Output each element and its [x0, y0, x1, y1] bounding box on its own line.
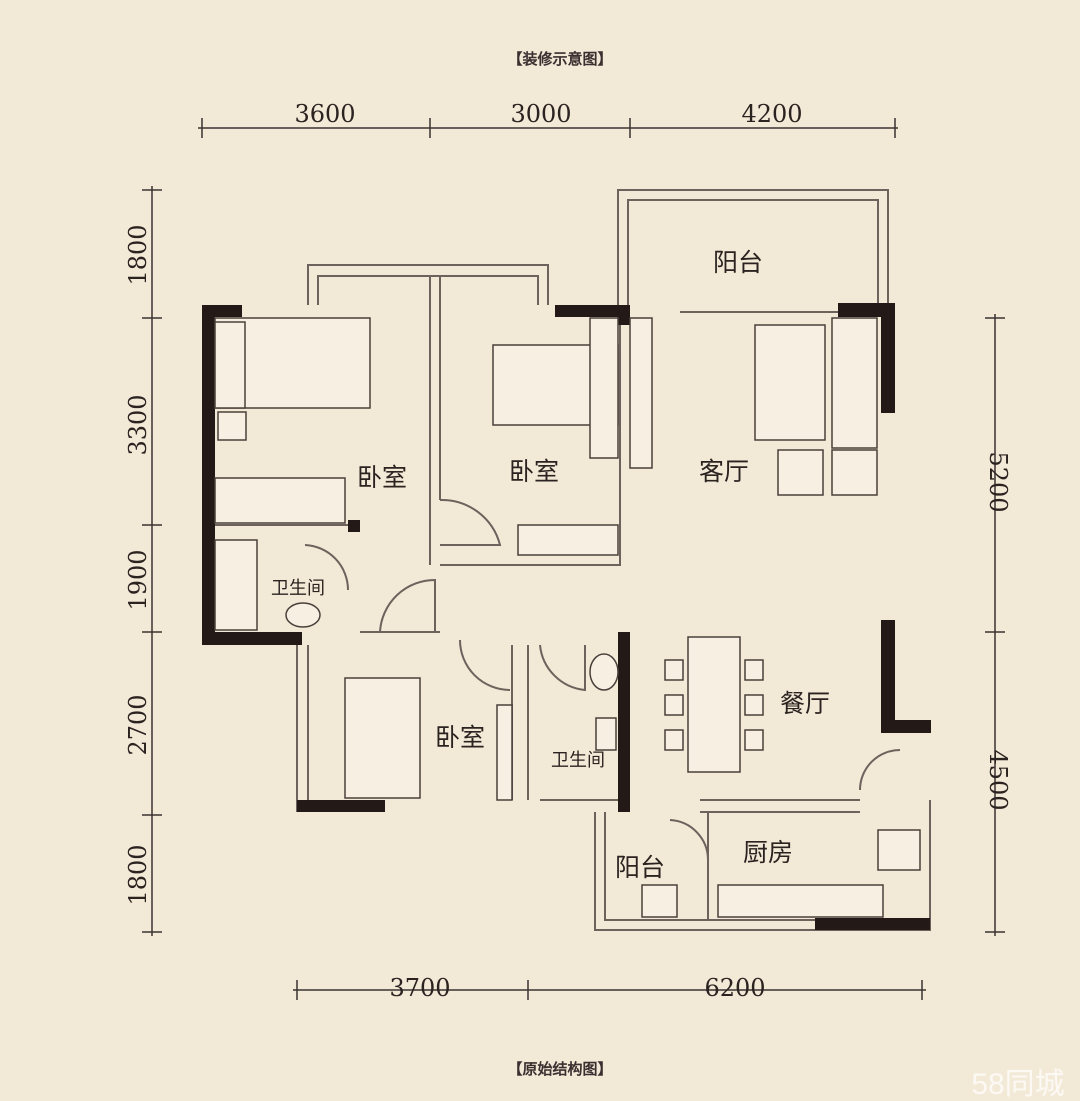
room-label-bedroom-left: 卧室: [357, 463, 407, 492]
top-dimension-line: [198, 118, 898, 138]
room-label-dining-room: 餐厅: [780, 689, 830, 718]
toilet-icon: [595, 717, 617, 751]
room-label-balcony-top: 阳台: [713, 248, 763, 277]
door-swings: [304, 498, 901, 861]
kitchen-counter: [717, 884, 884, 918]
room-label-balcony-bottom: 阳台: [615, 853, 665, 882]
wardrobe-bottom: [496, 704, 513, 801]
furniture: [214, 317, 921, 918]
dim-bottom-1: 3700: [389, 974, 450, 1002]
dim-bottom-2: 6200: [704, 974, 765, 1002]
watermark-logo: 58同城: [971, 1068, 1064, 1101]
dim-right-2: 4500: [984, 749, 1012, 810]
thin-walls: [202, 189, 931, 931]
wardrobe-left: [214, 477, 346, 524]
dim-top-1: 3600: [294, 100, 355, 128]
dim-right-1: 5200: [984, 451, 1012, 512]
dim-left-4: 2700: [124, 694, 152, 755]
room-label-bathroom-left: 卫生间: [271, 578, 325, 599]
room-label-kitchen: 厨房: [743, 838, 793, 867]
wardrobe-middle: [517, 524, 619, 556]
right-dimension-line: [985, 314, 1005, 936]
coffee-table: [754, 324, 826, 441]
room-label-living-room: 客厅: [699, 457, 749, 486]
room-label-bathroom-bottom: 卫生间: [551, 750, 605, 771]
room-label-bedroom-middle: 卧室: [509, 457, 559, 486]
caption-original-structure: 【原始结构图】: [507, 1060, 612, 1078]
left-dimension-line: [142, 186, 162, 936]
dim-left-5: 1800: [124, 844, 152, 905]
washer-icon: [641, 884, 678, 918]
bottom-dimension-line: [293, 980, 926, 1000]
load-bearing-walls: [202, 303, 931, 930]
sink-icon: [285, 602, 321, 628]
dim-left-2: 3300: [124, 394, 152, 455]
caption-decoration-diagram: 【装修示意图】: [507, 50, 612, 68]
sink-bottom-icon: [589, 653, 619, 691]
bathtub-icon: [214, 539, 258, 631]
dim-left-1: 1800: [124, 224, 152, 285]
dining-chairs: [664, 659, 764, 751]
tv-cabinet: [629, 317, 653, 469]
dim-top-2: 3000: [510, 100, 571, 128]
fridge-icon: [877, 829, 921, 871]
dim-left-3: 1900: [124, 549, 152, 610]
dim-top-3: 4200: [741, 100, 802, 128]
sofa-icon: [831, 317, 878, 449]
room-label-bedroom-bottom: 卧室: [435, 723, 485, 752]
dining-table: [687, 636, 741, 773]
bed-bottom: [344, 677, 421, 799]
